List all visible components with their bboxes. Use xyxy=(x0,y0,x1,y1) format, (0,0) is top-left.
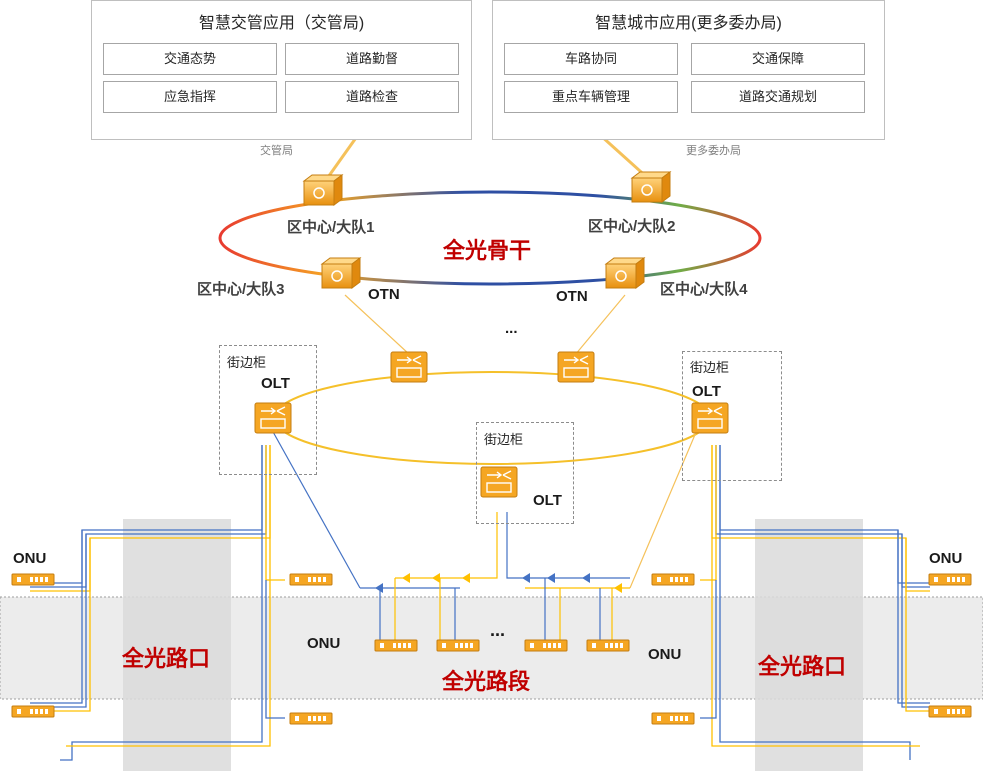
cabinet-label: 街边柜 xyxy=(484,432,524,447)
onu-device-icon xyxy=(11,705,55,718)
intersection-area-right xyxy=(755,519,863,771)
app-cell-traffic-assurance[interactable]: 交通保障 xyxy=(691,43,865,75)
onu-device-icon xyxy=(928,573,972,586)
link-otn4-right xyxy=(574,294,626,356)
backbone-ellipsis: ... xyxy=(505,320,518,337)
fiber-road-segment xyxy=(271,429,698,640)
olt-icon xyxy=(254,402,292,434)
app-cell-emergency-command[interactable]: 应急指挥 xyxy=(103,81,277,113)
switch-label-right: 更多委办局 xyxy=(686,145,741,157)
backbone-title: 全光骨干 xyxy=(443,238,532,263)
intersection-label-left: 全光路口 xyxy=(122,646,211,671)
olt-icon xyxy=(691,402,729,434)
onu-label-road-left: ONU xyxy=(307,635,341,652)
street-cabinet-right xyxy=(682,351,782,481)
app-cell-road-traffic-planning[interactable]: 道路交通规划 xyxy=(691,81,865,113)
olt-label-center: OLT xyxy=(533,492,562,509)
olt-label-right: OLT xyxy=(692,383,721,400)
onu-device-icon xyxy=(651,573,695,586)
onu-device-icon xyxy=(651,712,695,725)
otn-cube-icon xyxy=(302,174,344,206)
app-box-traffic: 智慧交管应用（交管局) 交通态势 道路勤督 应急指挥 道路检查 xyxy=(91,0,472,140)
otn-cube-icon xyxy=(320,257,362,289)
cabinet-label: 街边柜 xyxy=(690,360,730,375)
node-label-1: 区中心/大队1 xyxy=(287,219,375,236)
onu-label-left: ONU xyxy=(13,550,47,567)
app-cell-key-vehicle-mgmt[interactable]: 重点车辆管理 xyxy=(504,81,678,113)
link-otn3-left xyxy=(344,294,411,356)
cabinet-label: 街边柜 xyxy=(227,355,267,370)
onu-label-road-right: ONU xyxy=(648,646,682,663)
onu-device-icon xyxy=(436,639,480,652)
app-box-title: 智慧交管应用（交管局) xyxy=(198,15,365,32)
node-label-2: 区中心/大队2 xyxy=(588,218,676,235)
street-cabinet-left xyxy=(219,345,317,475)
onu-device-icon xyxy=(524,639,568,652)
onu-label-right: ONU xyxy=(929,550,963,567)
otn-label-right: OTN xyxy=(556,288,588,305)
otn-cube-icon xyxy=(630,171,672,203)
onu-device-icon xyxy=(289,573,333,586)
app-cell-road-inspection[interactable]: 道路检查 xyxy=(285,81,459,113)
onu-device-icon xyxy=(289,712,333,725)
onu-devices xyxy=(11,573,972,725)
onu-device-icon xyxy=(11,573,55,586)
app-cell-traffic-situation[interactable]: 交通态势 xyxy=(103,43,277,75)
road-ellipsis: ... xyxy=(490,620,506,640)
otn-label-left: OTN xyxy=(368,286,400,303)
app-box-city: 智慧城市应用(更多委办局) 车路协同 交通保障 重点车辆管理 道路交通规划 xyxy=(492,0,885,140)
app-cell-road-patrol[interactable]: 道路勤督 xyxy=(285,43,459,75)
otn-cube-icon xyxy=(604,257,646,289)
intersection-label-right: 全光路口 xyxy=(758,654,847,679)
olt-icon xyxy=(480,466,518,498)
app-cell-vehicle-road-coop[interactable]: 车路协同 xyxy=(504,43,678,75)
onu-device-icon xyxy=(586,639,630,652)
link-switch-left xyxy=(324,134,360,181)
app-box-title: 智慧城市应用(更多委办局) xyxy=(595,15,782,32)
olt-icon xyxy=(390,351,428,383)
node-label-3: 区中心/大队3 xyxy=(197,281,285,298)
street-cabinet-center xyxy=(476,422,574,524)
olt-label-left: OLT xyxy=(261,375,290,392)
fiber-right-intersection xyxy=(700,445,930,760)
onu-device-icon xyxy=(928,705,972,718)
backbone-ring xyxy=(218,190,762,286)
switch-label-left: 交管局 xyxy=(260,145,293,157)
intersection-area-left xyxy=(123,519,231,771)
node-label-4: 区中心/大队4 xyxy=(660,281,748,298)
olt-icon xyxy=(557,351,595,383)
segment-label: 全光路段 xyxy=(442,669,531,694)
onu-device-icon xyxy=(374,639,418,652)
